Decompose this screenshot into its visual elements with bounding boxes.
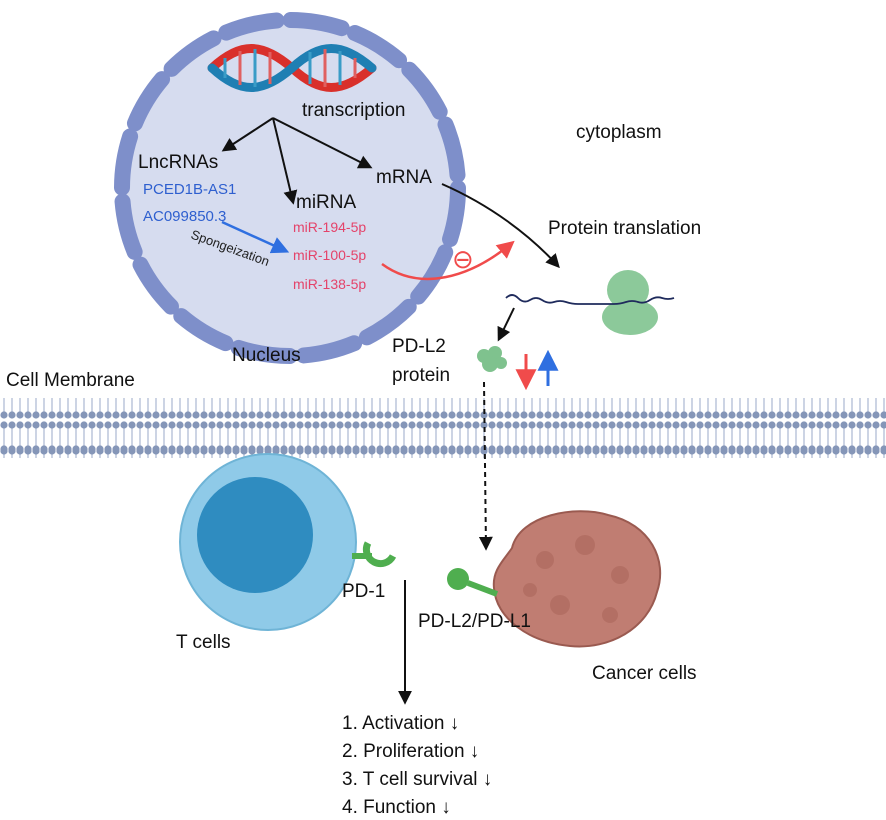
mirna-item: miR-194-5p	[293, 219, 366, 235]
t-cell	[179, 453, 357, 631]
pdl2-pdl1-label: PD-L2/PD-L1	[418, 611, 531, 632]
lncrna-item: AC099850.3	[143, 208, 226, 225]
pdl2-protein-label-line2: protein	[392, 365, 450, 386]
cell-membrane	[0, 398, 886, 458]
lncrnas-label: LncRNAs	[138, 152, 218, 173]
mrna-translation-arrow	[441, 183, 560, 269]
effect-item: 4. Function ↓	[342, 797, 451, 818]
t-cell-nucleus	[197, 477, 313, 593]
protein-blob-icon	[477, 346, 507, 372]
peptide-chain	[505, 294, 675, 305]
pd1-label: PD-1	[342, 581, 385, 602]
transcription-label: transcription	[302, 100, 406, 121]
cell-membrane-label: Cell Membrane	[6, 370, 135, 391]
mirna-item: miR-100-5p	[293, 247, 366, 263]
protein-translation-label: Protein translation	[548, 218, 701, 239]
pdl2-protein-label-line1: PD-L2	[392, 336, 446, 357]
trafficking-arrow	[478, 381, 493, 551]
mirna-item: miR-138-5p	[293, 276, 366, 292]
effect-item: 1. Activation ↓	[342, 713, 459, 734]
spongeization-arrow	[221, 220, 290, 254]
ribosome-icon	[602, 270, 658, 335]
pd1-receptor-icon	[352, 541, 397, 568]
folding-arrow	[497, 307, 515, 342]
cytoplasm-label: cytoplasm	[576, 122, 662, 143]
cancer-cells-label: Cancer cells	[592, 663, 697, 684]
inhibition-arrow	[381, 240, 515, 281]
effect-item: 2. Proliferation ↓	[342, 741, 479, 762]
cancer-cell	[492, 510, 662, 648]
t-cells-label: T cells	[176, 632, 231, 653]
nucleus-label: Nucleus	[232, 345, 301, 366]
effect-item: 3. T cell survival ↓	[342, 769, 492, 790]
lncrna-item: PCED1B-AS1	[143, 181, 236, 198]
transcription-arrows	[221, 117, 373, 205]
mirna-label: miRNA	[296, 192, 356, 213]
nuclear-envelope	[114, 12, 466, 364]
mrna-label: mRNA	[376, 167, 432, 188]
inhibition-symbol-icon: ⊖	[452, 244, 474, 274]
pdl2-pdl1-ligand-icon	[447, 568, 499, 597]
dna-helix-icon	[207, 44, 377, 92]
